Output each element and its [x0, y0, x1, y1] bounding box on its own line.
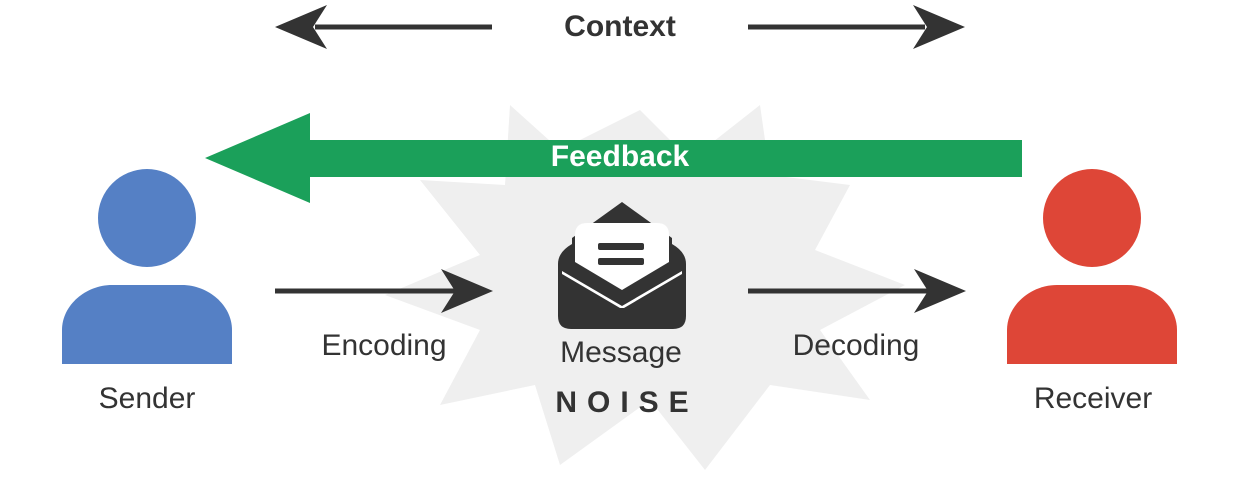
context-arrow-right: [748, 5, 965, 49]
receiver-person-icon: [1007, 169, 1177, 364]
open-envelope-icon: [558, 202, 686, 329]
context-arrow-left: [275, 5, 492, 49]
decoding-label: Decoding: [792, 329, 920, 362]
sender-person-icon: [62, 169, 232, 364]
sender-label: Sender: [98, 382, 196, 415]
encoding-arrow: [275, 269, 493, 313]
decoding-arrow: [748, 269, 966, 313]
message-label: Message: [560, 336, 682, 369]
feedback-arrow: [205, 113, 1022, 203]
encoding-label: Encoding: [321, 329, 447, 362]
noise-label: NOISE: [555, 386, 699, 419]
feedback-label: Feedback: [550, 140, 690, 173]
context-label: Context: [564, 10, 676, 43]
receiver-label: Receiver: [1033, 382, 1153, 415]
